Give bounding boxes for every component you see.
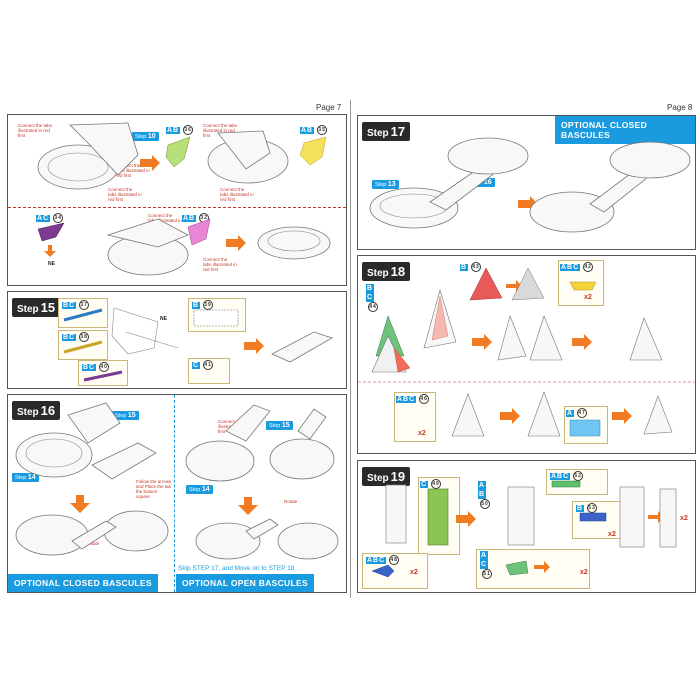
step-arrow xyxy=(70,495,90,513)
step-19-illustration xyxy=(371,480,677,578)
step-ref-13: Step 13 xyxy=(372,180,399,189)
step-arrow xyxy=(472,334,492,350)
step-10-illustration xyxy=(37,122,331,276)
step-ref-15: Step 15 xyxy=(112,411,139,420)
step-arrow xyxy=(226,235,246,251)
step-18-illustration xyxy=(358,267,695,437)
note-connect-red-4: Connect the tabs illustrated in red firs… xyxy=(108,187,142,202)
step-arrow xyxy=(500,408,520,424)
step-arrow xyxy=(572,334,592,350)
multiplier-x2-42: x2 xyxy=(584,294,592,301)
step-16-illustration xyxy=(15,402,339,560)
multiplier-x2-final: x2 xyxy=(680,515,688,522)
multiplier-x2-48: x2 xyxy=(410,569,418,576)
step-arrow xyxy=(238,497,258,515)
multiplier-x2-51: x2 xyxy=(580,569,588,576)
note-connect-red-5: Connect the tabs illustrated in red firs… xyxy=(220,187,254,202)
step-arrow xyxy=(244,338,264,354)
note-connect-red-2: Connect the tabs illustrated in red firs… xyxy=(203,123,238,138)
banner-optional-closed-right: OPTIONAL CLOSED BASCULES xyxy=(555,116,695,144)
note-connect-red: Connect the tabs illustrated in red firs… xyxy=(18,123,53,138)
banner-optional-closed-left: OPTIONAL CLOSED BASCULES xyxy=(8,574,158,592)
step-arrow xyxy=(612,408,632,424)
label-ne: NE xyxy=(48,261,55,267)
step-arrow xyxy=(140,155,160,171)
banner-optional-open: OPTIONAL OPEN BASCULES xyxy=(176,574,314,592)
multiplier-x2-53: x2 xyxy=(608,531,616,538)
step-arrow xyxy=(456,511,476,527)
step-arrow xyxy=(534,561,550,573)
step-ref-10: Step 10 xyxy=(132,132,159,141)
step-arrow xyxy=(44,245,56,257)
note-rotate-2: Rotate xyxy=(284,499,298,504)
step-15-illustration xyxy=(63,307,333,382)
section-divider-vertical xyxy=(174,395,175,592)
step-ref-15-open: Step 15 xyxy=(266,421,293,430)
note-connect-red-3: Connect the tabs illustrated in red firs… xyxy=(116,163,150,178)
page-number-left: Page 7 xyxy=(316,103,342,112)
step-10-panel: Connect the tabs illustrated in red firs… xyxy=(7,114,347,286)
note-follow-arrows: Follow the arrows and Place the tab the … xyxy=(136,479,172,499)
step-ref-14: Step 14 xyxy=(12,473,39,482)
label-ne-2: NE xyxy=(160,316,167,322)
note-connect-red-7: Connect the tabs illustrated in red firs… xyxy=(203,257,237,272)
section-divider xyxy=(8,207,346,208)
step-ref-14-open: Step 14 xyxy=(186,485,213,494)
page-number-right: Page 8 xyxy=(667,103,693,112)
skip-instruction: Skip STEP 17, and Move on to STEP 18 xyxy=(178,565,295,572)
note-rotate: Rotate xyxy=(86,541,100,546)
step-17-illustration xyxy=(369,137,691,233)
part-box-51 xyxy=(476,549,590,589)
page-spine xyxy=(350,100,351,598)
multiplier-x2-46: x2 xyxy=(418,430,426,437)
